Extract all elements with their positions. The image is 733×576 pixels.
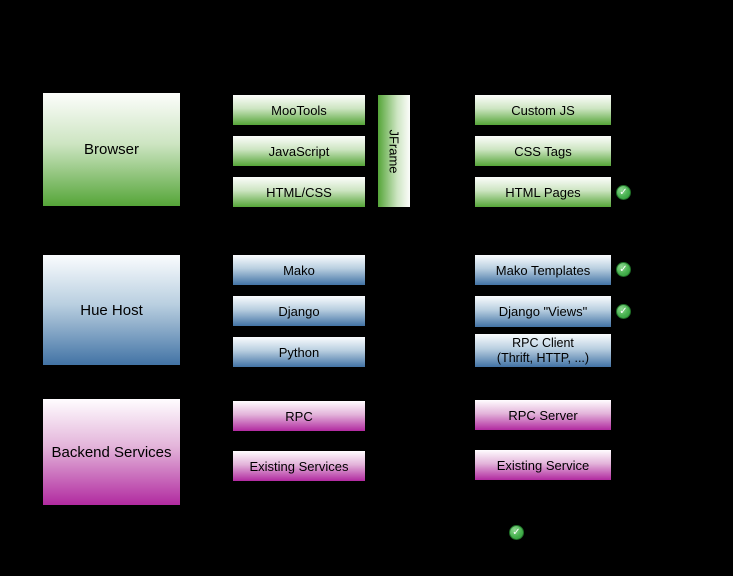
box-rpc-client: RPC Client (Thrift, HTTP, ...) <box>475 334 611 367</box>
box-html-pages: HTML Pages <box>475 177 611 207</box>
rpc-client-line1: RPC Client <box>512 335 574 350</box>
box-rpc: RPC <box>233 401 365 431</box>
box-existing-services: Existing Services <box>233 451 365 481</box>
box-mako: Mako <box>233 255 365 285</box>
box-hue-host: Hue Host <box>43 255 180 365</box>
box-backend-services: Backend Services <box>43 399 180 505</box>
jframe-label: JFrame <box>386 128 402 174</box>
box-html-css: HTML/CSS <box>233 177 365 207</box>
check-icon: ✓ <box>616 304 631 319</box>
check-icon: ✓ <box>616 262 631 277</box>
box-mootools: MooTools <box>233 95 365 125</box>
box-javascript: JavaScript <box>233 136 365 166</box>
check-icon: ✓ <box>509 525 524 540</box>
box-css-tags: CSS Tags <box>475 136 611 166</box>
box-django-views: Django "Views" <box>475 296 611 327</box>
box-custom-js: Custom JS <box>475 95 611 125</box>
box-mako-templates: Mako Templates <box>475 255 611 285</box>
check-icon: ✓ <box>616 185 631 200</box>
rpc-client-line2: (Thrift, HTTP, ...) <box>496 350 590 365</box>
box-django: Django <box>233 296 365 326</box>
box-jframe: JFrame <box>378 95 410 207</box>
box-browser: Browser <box>43 93 180 206</box>
box-python: Python <box>233 337 365 367</box>
box-existing-service: Existing Service <box>475 450 611 480</box>
box-rpc-server: RPC Server <box>475 400 611 430</box>
